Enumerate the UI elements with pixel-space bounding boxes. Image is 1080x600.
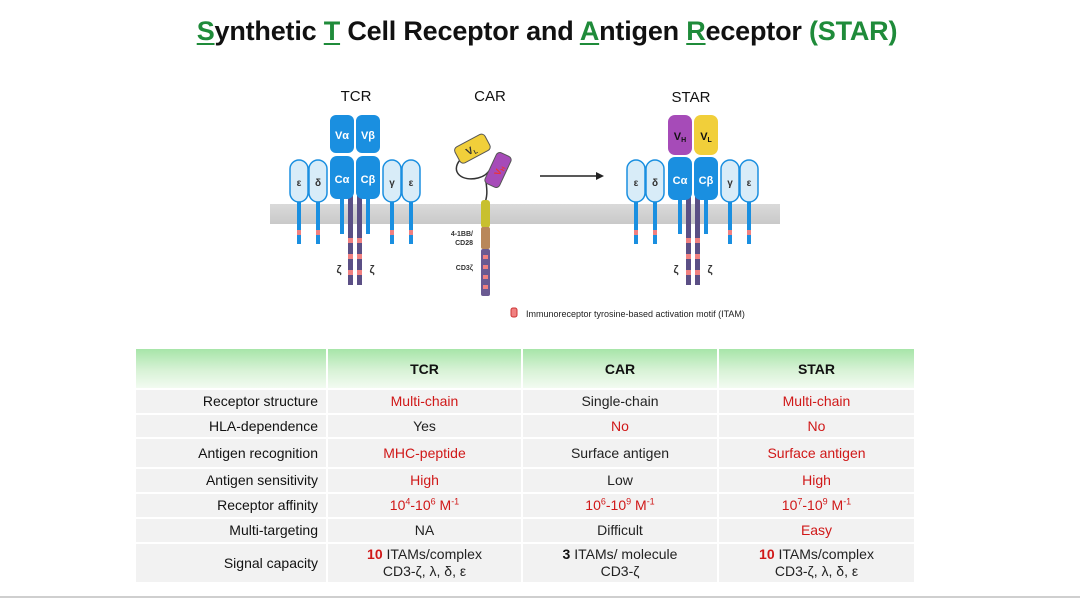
cell-tcr: 104-106 M-1 [328,492,523,517]
cell-star: No [719,413,914,437]
star-c-alpha [668,157,692,200]
car-cd3zeta-label: CD3ζ [456,265,474,272]
row-label: Signal capacity [136,542,328,582]
svg-text:ζ: ζ [673,264,678,276]
tcr-cd3-epsilon-left: ε [289,159,309,244]
cell-tcr: High [328,467,523,492]
cell-star: Multi-chain [719,388,914,413]
svg-text:Cβ: Cβ [699,175,714,187]
svg-text:ε: ε [634,178,639,189]
svg-text:γ: γ [389,178,395,189]
cell-star: Surface antigen [719,437,914,467]
car-cd3zeta-domain [481,249,490,296]
cell-car: Surface antigen [523,437,719,467]
table-row: Antigen sensitivity High Low High [136,467,914,492]
svg-text:Vα: Vα [335,130,349,142]
row-label: Receptor structure [136,388,328,413]
star-cd3-epsilon-right: ε [739,159,759,244]
tcr-v-alpha [330,115,354,153]
cell-car: Difficult [523,517,719,542]
row-label: HLA-dependence [136,413,328,437]
car-vh-domain: VH [484,152,512,188]
row-label: Antigen recognition [136,437,328,467]
star-cd3-gamma: γ [720,159,740,244]
row-label: Antigen sensitivity [136,467,328,492]
cell-car: No [523,413,719,437]
header-star: STAR [719,349,914,388]
car-costim-label-2: CD28 [455,240,473,247]
svg-text:γ: γ [727,178,733,189]
transition-arrow [540,172,604,180]
car-costim-domain [481,227,490,249]
row-label: Receptor affinity [136,492,328,517]
car-vl-domain: VL [454,133,491,164]
tcr-receptor: ε δ ζ ζ Vα Vβ Cα [289,115,421,285]
svg-text:Vβ: Vβ [361,130,375,142]
bottom-divider [0,596,1080,598]
svg-text:Cβ: Cβ [361,174,376,186]
table-header-row: TCR CAR STAR [136,349,914,388]
tcr-v-beta [356,115,380,153]
cell-car: Single-chain [523,388,719,413]
svg-text:Cα: Cα [673,175,688,187]
cell-car: 106-109 M-1 [523,492,719,517]
cell-membrane [270,204,780,224]
star-vl-domain [694,115,718,155]
car-receptor: VL VH 4-1BB/ CD28 CD3ζ [451,133,512,296]
svg-text:ε: ε [297,178,302,189]
tcr-cd3-epsilon-right: ε [401,159,421,244]
header-tcr: TCR [328,349,523,388]
receptor-diagram: TCR CAR STAR ε δ ζ [270,88,780,319]
svg-text:ε: ε [409,178,414,189]
tcr-c-beta [356,156,380,199]
tcr-c-alpha [330,156,354,199]
itam-legend-swatch [510,307,518,318]
cell-star: Easy [719,517,914,542]
cell-tcr: MHC-peptide [328,437,523,467]
itam-legend: Immunoreceptor tyrosine-based activation… [510,307,745,319]
table-row: Antigen recognition MHC-peptide Surface … [136,437,914,467]
page-title: Synthetic T Cell Receptor and Antigen Re… [196,16,898,46]
svg-text:ζ: ζ [707,264,712,276]
itam-legend-text: Immunoreceptor tyrosine-based activation… [526,309,745,319]
svg-text:ζ: ζ [336,264,341,276]
svg-text:Cα: Cα [335,174,350,186]
star-c-beta [694,157,718,200]
car-transmembrane [481,200,490,228]
cell-tcr: NA [328,517,523,542]
table-row: HLA-dependence Yes No No [136,413,914,437]
tcr-cd3-gamma: γ [382,159,402,244]
svg-text:δ: δ [315,178,321,189]
tcr-cd3-delta: δ [308,159,328,244]
table-row: Multi-targeting NA Difficult Easy [136,517,914,542]
star-cd3-epsilon-left: ε [626,159,646,244]
star-receptor: ε δ ζ ζ VH VL Cα Cβ [626,115,759,285]
star-label: STAR [672,89,711,106]
car-label: CAR [474,88,506,105]
cell-car: Low [523,467,719,492]
star-zeta-chains: ζ ζ [673,195,713,285]
cell-star: 107-109 M-1 [719,492,914,517]
svg-text:δ: δ [652,178,658,189]
table-row: Receptor affinity 104-106 M-1 106-109 M-… [136,492,914,517]
star-cd3-delta: δ [645,159,665,244]
tcr-zeta-chains: ζ ζ [336,195,375,285]
table-row: Receptor structure Multi-chain Single-ch… [136,388,914,413]
tcr-label: TCR [341,88,372,105]
svg-text:ε: ε [747,178,752,189]
row-label: Multi-targeting [136,517,328,542]
car-costim-label: 4-1BB/ [451,231,473,238]
header-empty [136,349,328,388]
cell-tcr: Multi-chain [328,388,523,413]
cell-star: High [719,467,914,492]
comparison-table: TCR CAR STAR Receptor structure Multi-ch… [136,349,914,582]
star-vh-domain [668,115,692,155]
svg-text:ζ: ζ [369,264,374,276]
header-car: CAR [523,349,719,388]
cell-tcr: Yes [328,413,523,437]
